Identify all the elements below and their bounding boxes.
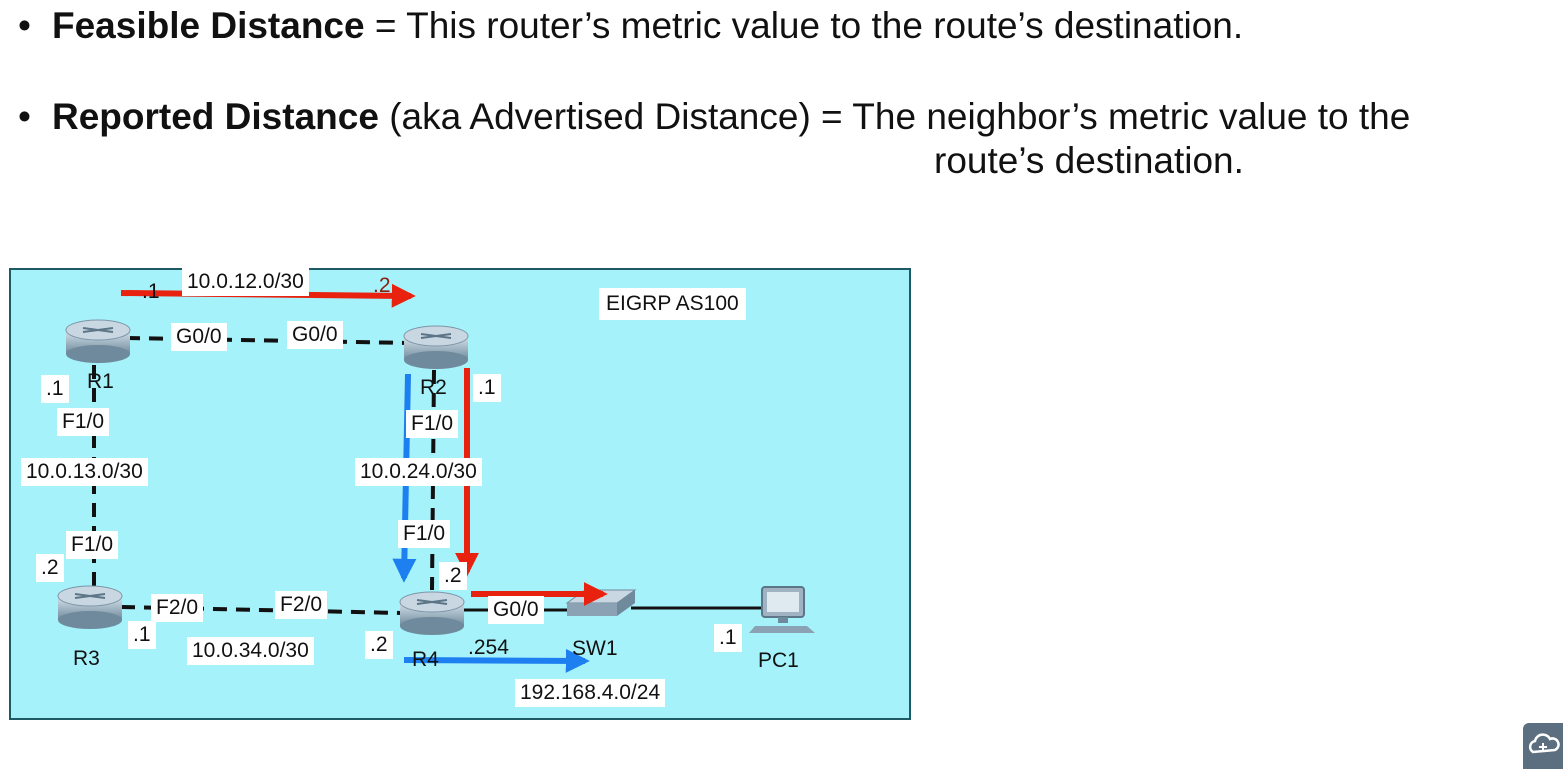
host-label-r1-top: .1 [142,280,160,303]
router-r4-icon[interactable] [399,591,465,635]
host-label-r3-bottom: .1 [128,621,156,649]
interface-label-r1-g0: G0/0 [171,323,227,351]
bullet-reported-distance: • Reported Distance (aka Advertised Dista… [18,94,1410,140]
interface-label-r2-f1: F1/0 [406,410,459,438]
blue-arrow-r4-lan [403,648,590,673]
interface-label-r3-f2: F2/0 [151,594,204,622]
interface-label-r2-g0: G0/0 [287,321,343,349]
definition-feasible-distance: = This router’s metric value to the rout… [364,5,1244,46]
interface-label-r4-f2: F2/0 [275,591,328,619]
host-label-r4-left: .2 [365,631,393,659]
device-label-r2: R2 [420,376,447,399]
device-label-r3: R3 [73,647,100,670]
bullet-marker: • [18,96,31,137]
term-reported-distance: Reported Distance [52,96,379,137]
device-label-r4: R4 [412,648,439,671]
router-r1-icon[interactable] [65,319,131,363]
network-label-r2-r4: 10.0.24.0/30 [355,458,482,486]
interface-label-r3-f1: F1/0 [66,531,119,559]
network-label-r3-r4: 10.0.34.0/30 [187,637,314,665]
interface-label-r1-f1: F1/0 [57,408,110,436]
bullet-feasible-distance: • Feasible Distance = This router’s metri… [18,3,1243,49]
host-label-pc1: .1 [714,624,742,652]
definition-reported-distance: (aka Advertised Distance) = The neighbor… [378,96,1411,137]
device-label-pc1: PC1 [758,649,799,672]
diagram-links-layer [57,283,815,673]
definition-reported-distance-continued: route’s destination. [934,140,1244,181]
device-label-r1: R1 [87,370,114,393]
host-label-r1-side: .1 [41,375,69,403]
router-r2-icon[interactable] [403,325,469,369]
network-diagram: EIGRP AS100 10.0.12.0/30 .1 .2 G0/0 G0/0… [9,268,911,720]
network-label-lan: 192.168.4.0/24 [515,679,666,707]
link-r1-r2 [125,336,412,345]
interface-label-r4-g0: G0/0 [488,596,544,624]
host-label-r4-lan: .254 [468,636,509,659]
interface-label-r4-f1: F1/0 [398,520,451,548]
cloud-logo-icon [1523,723,1563,769]
link-r2-r4 [430,369,436,591]
host-label-r3-side: .2 [36,554,64,582]
host-label-r4-top: .2 [439,562,467,590]
bullet-marker: • [18,5,31,46]
pc1-icon[interactable] [749,586,815,633]
network-label-r1-r2: 10.0.12.0/30 [182,268,309,296]
as-label: EIGRP AS100 [599,288,746,320]
term-feasible-distance: Feasible Distance [52,5,365,46]
host-label-r2-side: .1 [473,374,501,402]
device-label-sw1: SW1 [572,637,618,660]
router-r3-icon[interactable] [57,585,123,629]
network-label-r1-r3: 10.0.13.0/30 [21,458,148,486]
host-label-r2-top: .2 [373,274,391,297]
